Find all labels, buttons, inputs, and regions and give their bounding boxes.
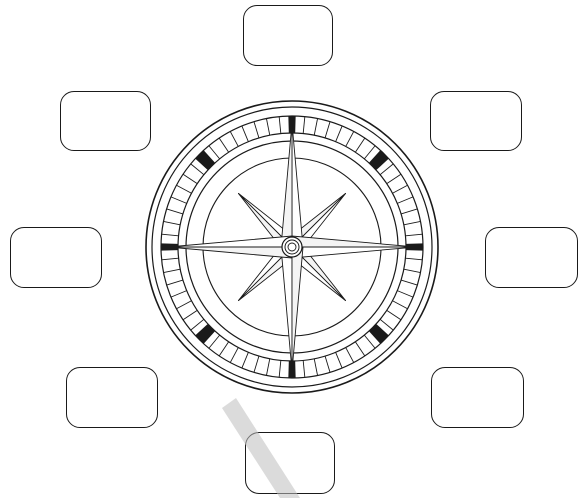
compass-bezel-tick [393,301,408,309]
compass-bezel-tick [219,342,228,356]
compass-bezel-tick [380,319,393,330]
compass-bezel-tick [387,174,401,183]
compass-bezel-tick [162,234,179,236]
compass-bezel-tick [279,117,281,134]
compass-bezel-tick [355,342,364,356]
answer-box-east[interactable] [485,227,578,288]
compass-bezel-tick [191,319,204,330]
answer-box-northeast[interactable] [430,91,522,151]
compass-bezel-tick [355,138,364,152]
compass-bezel-tick [393,185,408,193]
compass-bezel-tick [303,117,305,134]
compass-bezel-tick [314,119,317,136]
compass-bezel-tick [405,234,422,236]
compass-bezel-tick [209,335,220,348]
compass-bezel-tick [254,122,259,138]
compass-bezel-tick [242,352,249,368]
compass-bezel-tick [380,164,393,175]
compass-bezel-tick [191,164,204,175]
intercardinal-marker [369,150,389,170]
compass-bezel-tick [167,280,183,285]
compass-bezel-tick [164,269,181,272]
compass-bezel-tick [364,146,375,159]
compass-bezel-tick [325,356,330,372]
compass-bezel-tick [397,291,413,298]
compass-bezel-tick [404,269,421,272]
compass-bezel-tick [164,221,181,224]
compass-bezel-tick [279,360,281,377]
compass-bezel-tick [219,138,228,152]
compass-bezel-tick [364,335,375,348]
compass-bezel-tick [230,131,238,146]
answer-box-south[interactable] [245,432,335,494]
compass-bezel-tick [176,185,191,193]
compass-bezel-tick [401,209,417,214]
compass-bezel-tick [397,197,413,204]
compass-bezel-tick [171,197,187,204]
hub-inner [288,243,296,251]
compass-bezel-tick [162,258,179,260]
compass-bezel-tick [242,126,249,142]
compass-bezel-tick [266,119,269,136]
answer-box-west[interactable] [10,227,102,288]
compass-bezel-tick [325,122,330,138]
answer-box-southeast[interactable] [431,367,524,428]
compass-bezel-tick [346,348,354,363]
intercardinal-marker [195,150,215,170]
compass-bezel-tick [336,352,343,368]
compass-center-hub [282,237,302,257]
intercardinal-marker [195,324,215,344]
compass-bezel-tick [167,209,183,214]
compass-bezel-tick [209,146,220,159]
compass-bezel-tick [183,174,197,183]
compass-bezel-tick [171,291,187,298]
intercardinal-marker [369,324,389,344]
compass-bezel-tick [346,131,354,146]
compass-bezel-tick [254,356,259,372]
compass-bezel-tick [183,310,197,319]
compass-bezel-tick [405,258,422,260]
compass-bezel-tick [230,348,238,363]
compass-bezel-tick [314,359,317,376]
compass-bezel-tick [401,280,417,285]
answer-box-north[interactable] [243,5,333,66]
compass-bezel-tick [176,301,191,309]
compass-bezel-tick [336,126,343,142]
answer-box-northwest[interactable] [60,91,151,151]
answer-box-southwest[interactable] [66,367,158,428]
compass-bezel-tick [266,359,269,376]
compass-bezel-tick [303,360,305,377]
compass-bezel-tick [404,221,421,224]
compass-bezel-tick [387,310,401,319]
